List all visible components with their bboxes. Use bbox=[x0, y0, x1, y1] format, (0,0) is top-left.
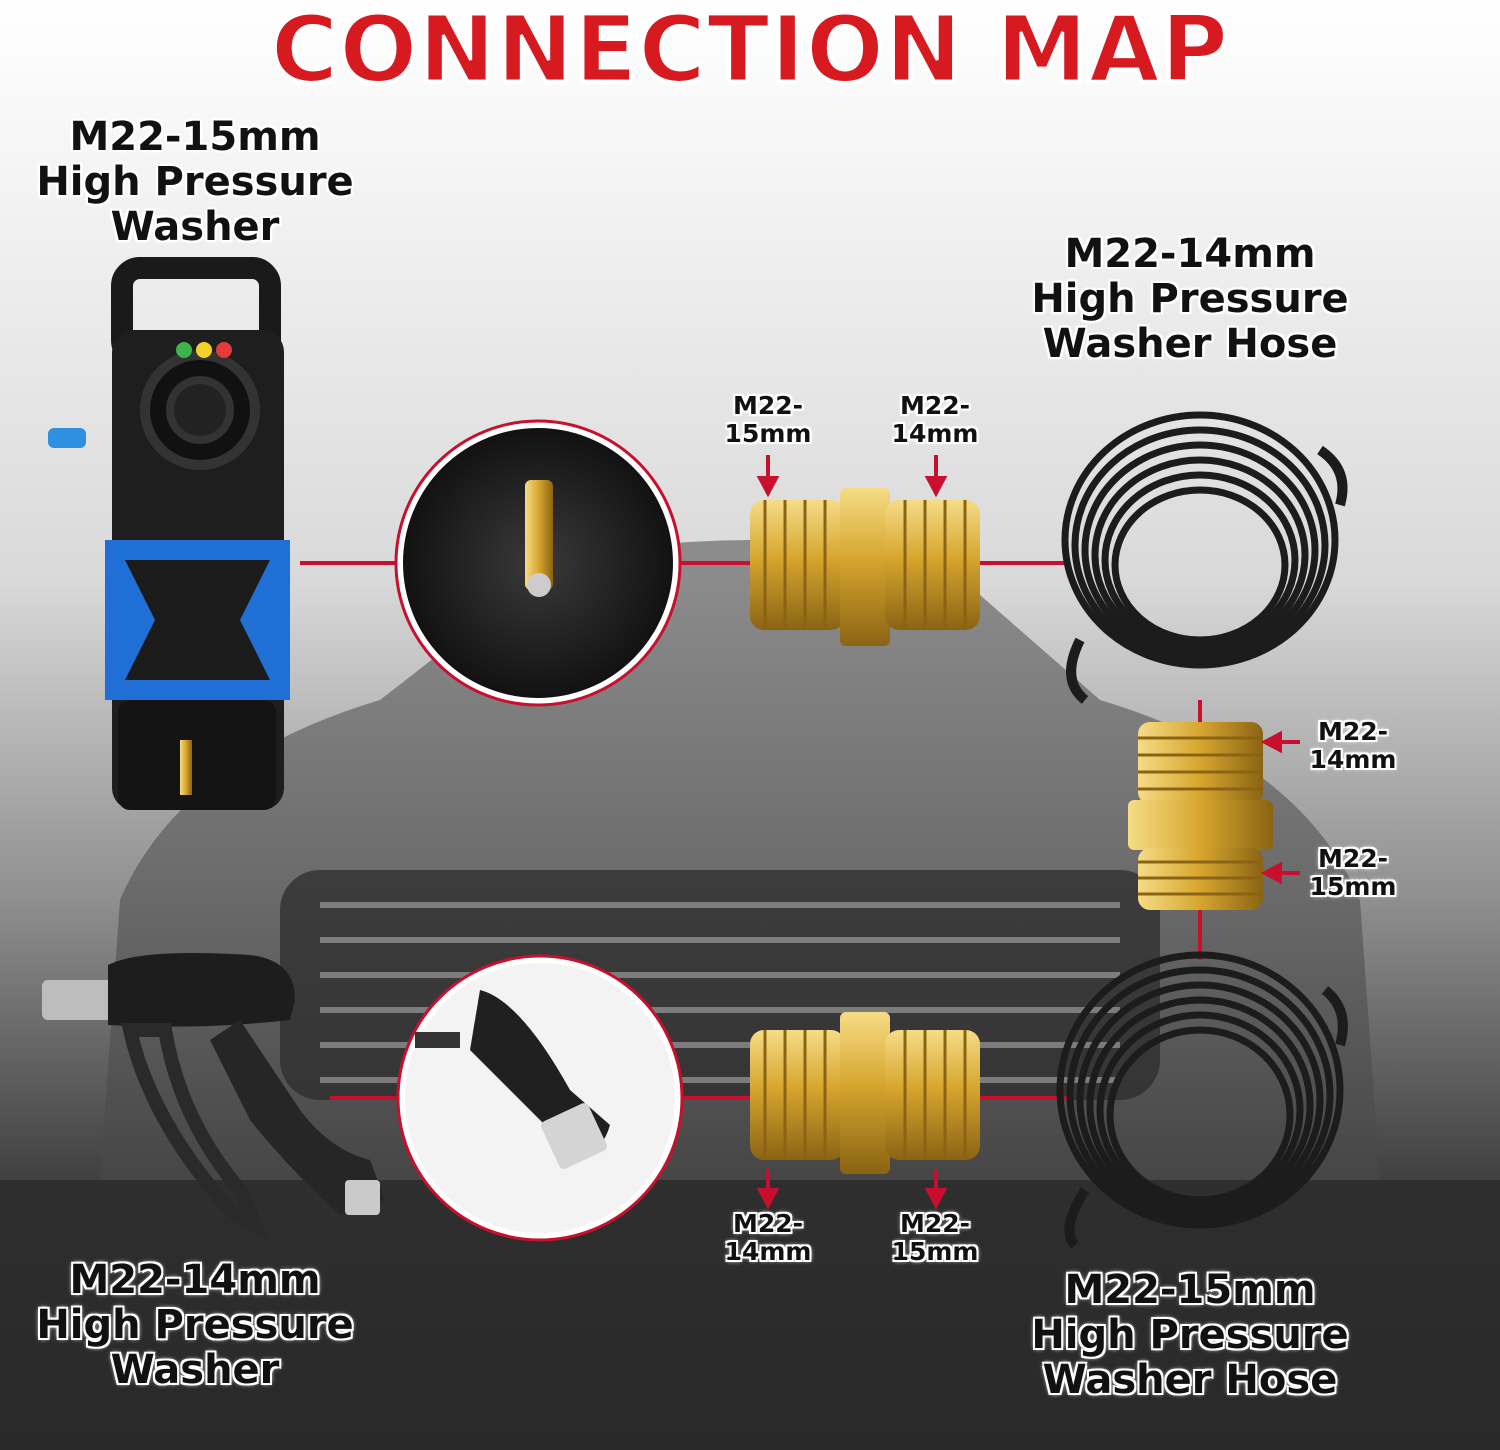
page-title: CONNECTION MAP bbox=[269, 0, 1230, 105]
hose-top-image bbox=[1061, 411, 1348, 704]
washer-outlet-zoom bbox=[394, 419, 682, 707]
gun-outlet-zoom bbox=[396, 954, 684, 1242]
hose-bottom-label: M22-15mm High Pressure Washer Hose bbox=[1031, 1267, 1349, 1403]
adapter-middle-bottom-size: M22- 15mm bbox=[1309, 844, 1397, 901]
adapter-bottom-image bbox=[750, 1012, 980, 1174]
washer-bottom-label: M22-14mm High Pressure Washer bbox=[36, 1257, 354, 1393]
adapter-bottom-left-size: M22- 14mm bbox=[724, 1209, 812, 1266]
adapter-top-image bbox=[750, 488, 980, 646]
adapter-bottom-right-size: M22- 15mm bbox=[891, 1209, 979, 1266]
washer-top-label: M22-15mm High Pressure Washer bbox=[36, 114, 354, 250]
pressure-washer-image bbox=[48, 257, 290, 810]
adapter-middle-image bbox=[1128, 722, 1273, 910]
adapter-top-left-size: M22- 15mm bbox=[724, 391, 812, 448]
size-arrows bbox=[756, 455, 1300, 1210]
adapter-top-right-size: M22- 14mm bbox=[891, 391, 979, 448]
spray-gun-image bbox=[42, 952, 385, 1243]
adapter-middle-top-size: M22- 14mm bbox=[1309, 717, 1397, 774]
hose-bottom-image bbox=[1056, 951, 1348, 1249]
hose-top-label: M22-14mm High Pressure Washer Hose bbox=[1031, 231, 1349, 367]
